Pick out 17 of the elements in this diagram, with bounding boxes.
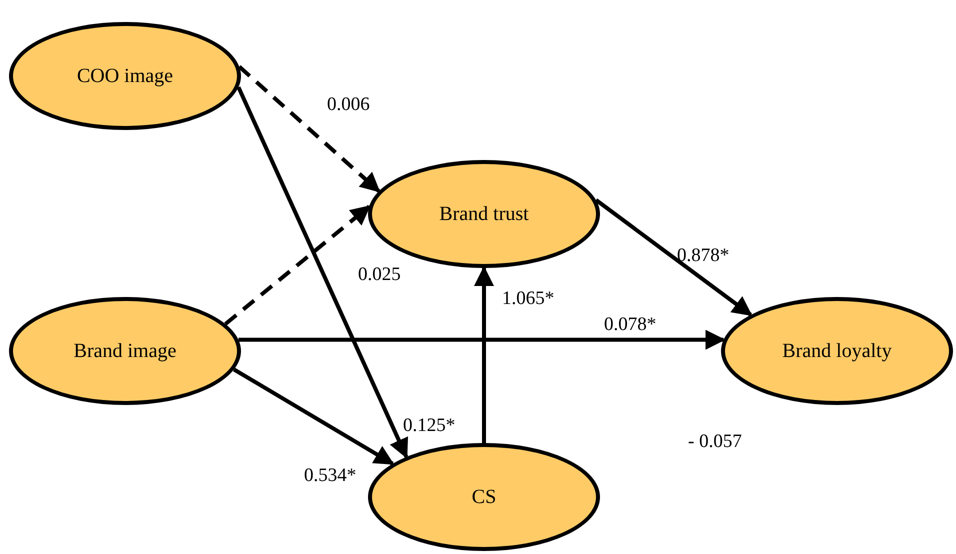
path-coefficient: 0.125* <box>403 416 456 435</box>
arrow <box>236 86 408 459</box>
construct-name: COO image <box>76 64 174 88</box>
construct-name: CS <box>472 486 496 508</box>
arrow <box>474 266 494 443</box>
arrow <box>238 65 380 193</box>
path-coefficient: 0.078* <box>604 315 656 334</box>
path-coefficient: 1.065* <box>502 289 554 308</box>
path-coefficient: 0.025 <box>358 265 401 284</box>
construct-name: Brand trust <box>439 202 529 226</box>
construct-name: Brand image <box>74 340 176 362</box>
path-coefficient: 0.006 <box>327 95 370 114</box>
path-coefficient: 0.878* <box>677 246 730 265</box>
path-coefficient: 0.534* <box>304 466 356 485</box>
construct-name: Brand loyalty <box>782 340 892 362</box>
arrow <box>224 204 371 326</box>
path-coefficient: - 0.057 <box>688 432 742 451</box>
